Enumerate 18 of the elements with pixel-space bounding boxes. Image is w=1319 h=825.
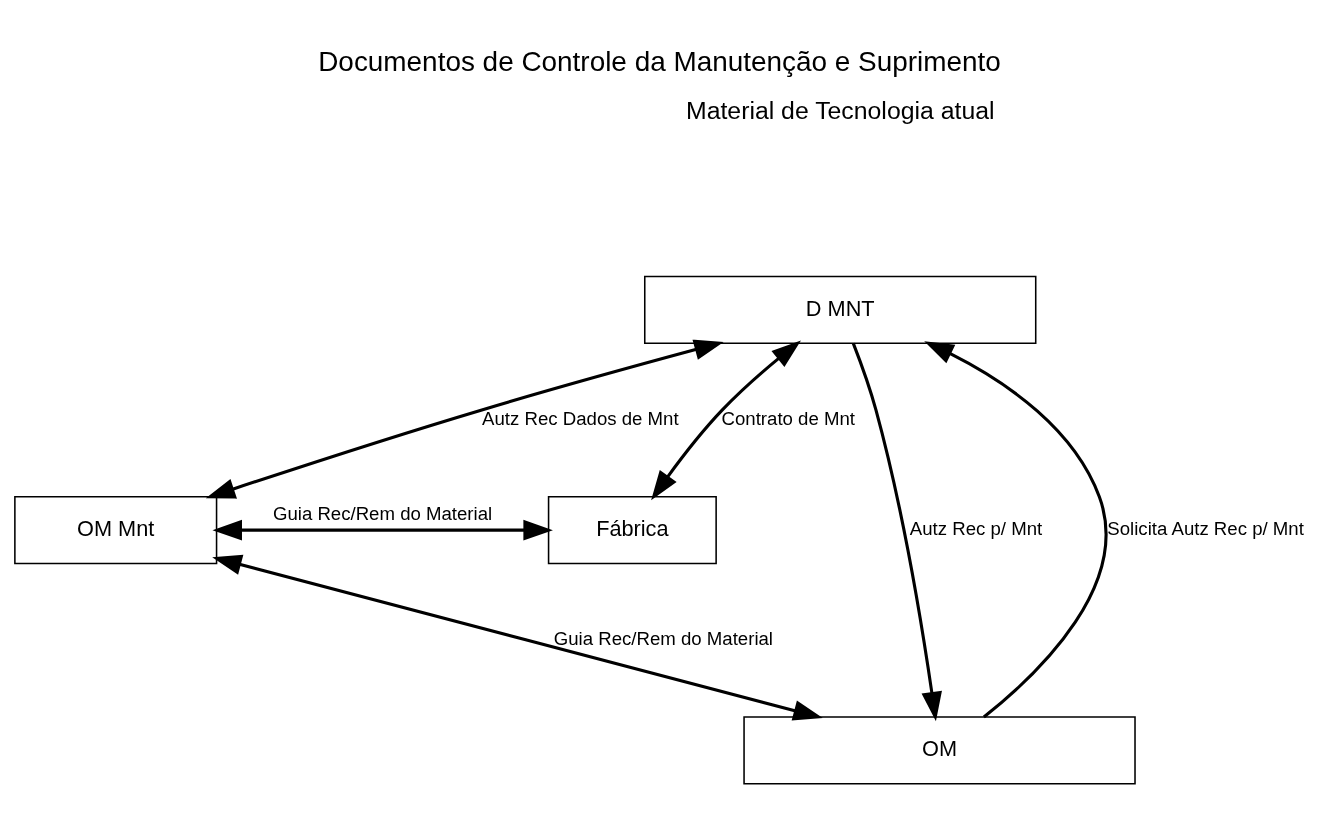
edge-label: Solicita Autz Rec p/ Mnt [1107,517,1304,539]
edge-label: Autz Rec p/ Mnt [909,517,1043,539]
edge-label: Guia Rec/Rem do Material [553,627,774,649]
node-box: OM Mnt [14,495,218,564]
node-box: Fábrica [547,495,717,564]
edge-label: Autz Rec Dados de Mnt [482,407,679,429]
arrow [212,519,553,540]
arrow [924,340,1108,718]
label: Material de Tecnologia atual [685,96,995,124]
edge-label: Guia Rec/Rem do Material [272,502,493,524]
arrow [212,554,823,721]
node-box: D MNT [644,275,1037,344]
edge-label: Contrato de Mnt [721,407,855,429]
node-box: OM [743,715,1136,785]
arrow [205,339,724,499]
arrow [851,342,942,721]
arrow [651,340,801,500]
diagram-title: Documentos de Controle da Manutenção e Suprimento [318,45,1001,77]
